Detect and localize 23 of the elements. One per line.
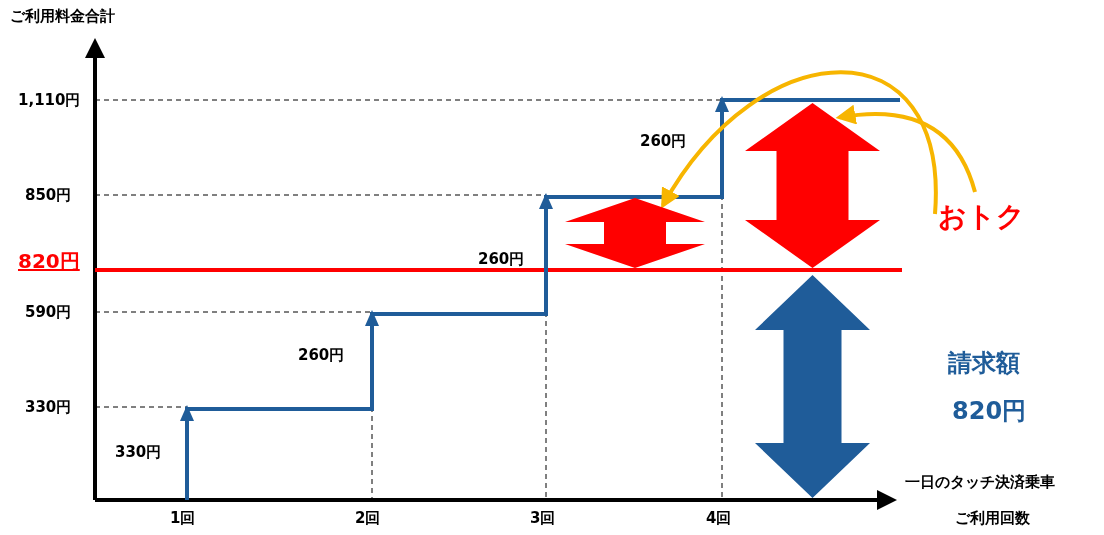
step-label: 260円 — [298, 347, 345, 364]
double-arrow — [745, 103, 880, 268]
amount-label: 請求額 — [948, 350, 1020, 377]
tick-label: 330円 — [25, 399, 72, 416]
axis-title: ご利用料金合計 — [10, 8, 115, 25]
callout-text: おトク — [938, 198, 1025, 236]
axis-title: ご利用回数 — [955, 510, 1030, 527]
double-arrow — [565, 198, 705, 268]
tick-label: 820円 — [18, 250, 80, 272]
step-label: 260円 — [640, 133, 687, 150]
tick-label: 3回 — [530, 510, 556, 527]
step-label: 260円 — [478, 251, 525, 268]
tick-label: 1回 — [170, 510, 196, 527]
tick-label: 1,110円 — [18, 92, 81, 109]
tick-label: 2回 — [355, 510, 381, 527]
tick-label: 850円 — [25, 187, 72, 204]
curved-arrow — [660, 70, 937, 214]
axis-title: 一日のタッチ決済乗車 — [905, 474, 1055, 491]
amount-label: 820円 — [952, 398, 1027, 425]
tick-label: 590円 — [25, 304, 72, 321]
step-label: 330円 — [115, 444, 162, 461]
curved-arrow — [835, 105, 977, 193]
tick-label: 4回 — [706, 510, 732, 527]
